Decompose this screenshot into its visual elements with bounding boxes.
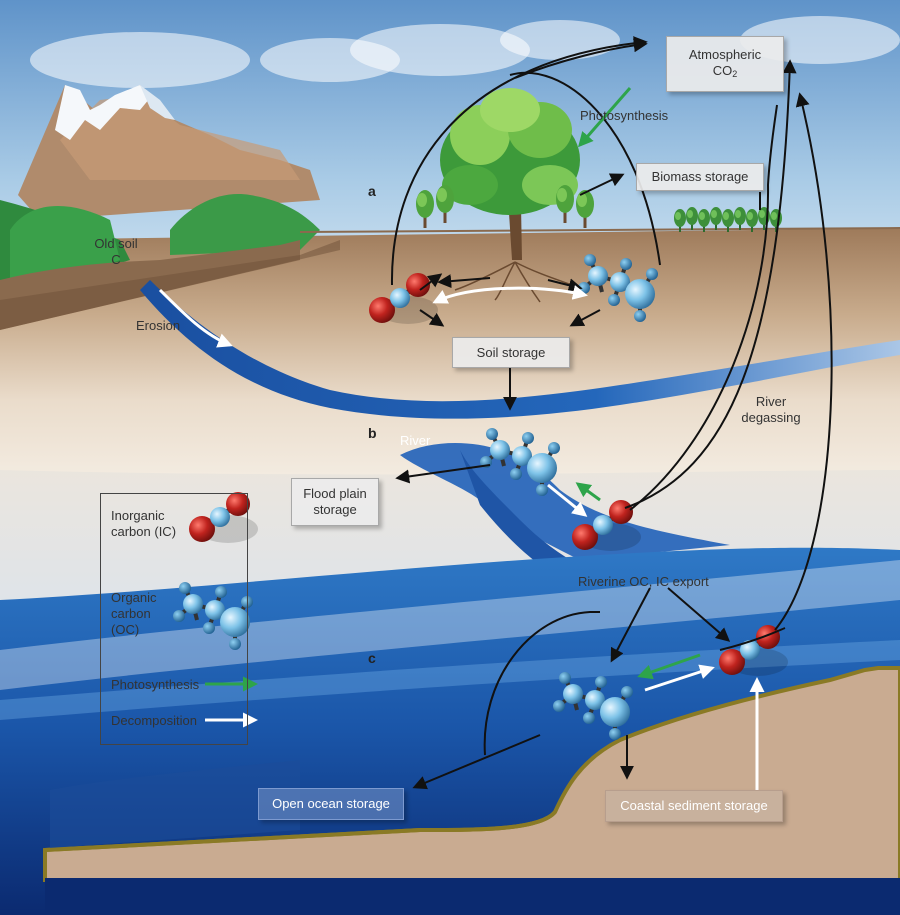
atmospheric-label: Atmospheric [689,47,761,63]
soil-storage-box: Soil storage [452,337,570,368]
legend-inorganic-label: Inorganic carbon (IC) [111,508,176,540]
flood-plain-storage-box: Flood plain storage [291,478,379,526]
co2-text: CO [713,63,733,78]
river-degassing-label: River degassing [736,394,806,426]
legend: Inorganic carbon (IC) Organic carbon (OC… [100,493,248,745]
legend-decomposition-label: Decomposition [111,713,197,729]
coastal-sediment-storage-box: Coastal sediment storage [605,790,783,822]
river-degassing-line1: River [736,394,806,410]
co2-formula: CO2 [713,63,738,82]
legend-inorganic-line2: carbon (IC) [111,524,176,540]
legend-inorganic-line1: Inorganic [111,508,176,524]
river-degassing-line2: degassing [736,410,806,426]
erosion-label: Erosion [136,318,180,334]
photosynthesis-label: Photosynthesis [580,108,668,124]
biomass-storage-box: Biomass storage [636,163,764,191]
atmospheric-co2-box: Atmospheric CO2 [666,36,784,92]
legend-organic-line1: Organic [111,590,157,606]
co2-subscript: 2 [732,69,737,79]
panel-b-label: b [368,425,377,441]
riverine-export-label: Riverine OC, IC export [578,574,709,590]
flood-plain-line2: storage [313,502,356,518]
old-soil-line1: Old soil [86,236,146,252]
old-soil-line2: C [86,252,146,268]
panel-c-label: c [368,650,376,666]
old-soil-label: Old soil C [86,236,146,268]
flood-plain-line1: Flood plain [303,486,367,502]
legend-organic-line2: carbon [111,606,157,622]
panel-a-label: a [368,183,376,199]
legend-organic-label: Organic carbon (OC) [111,590,157,638]
river-label: River [400,433,430,449]
legend-organic-line3: (OC) [111,622,157,638]
legend-photosynthesis-label: Photosynthesis [111,677,199,693]
open-ocean-storage-box: Open ocean storage [258,788,404,820]
